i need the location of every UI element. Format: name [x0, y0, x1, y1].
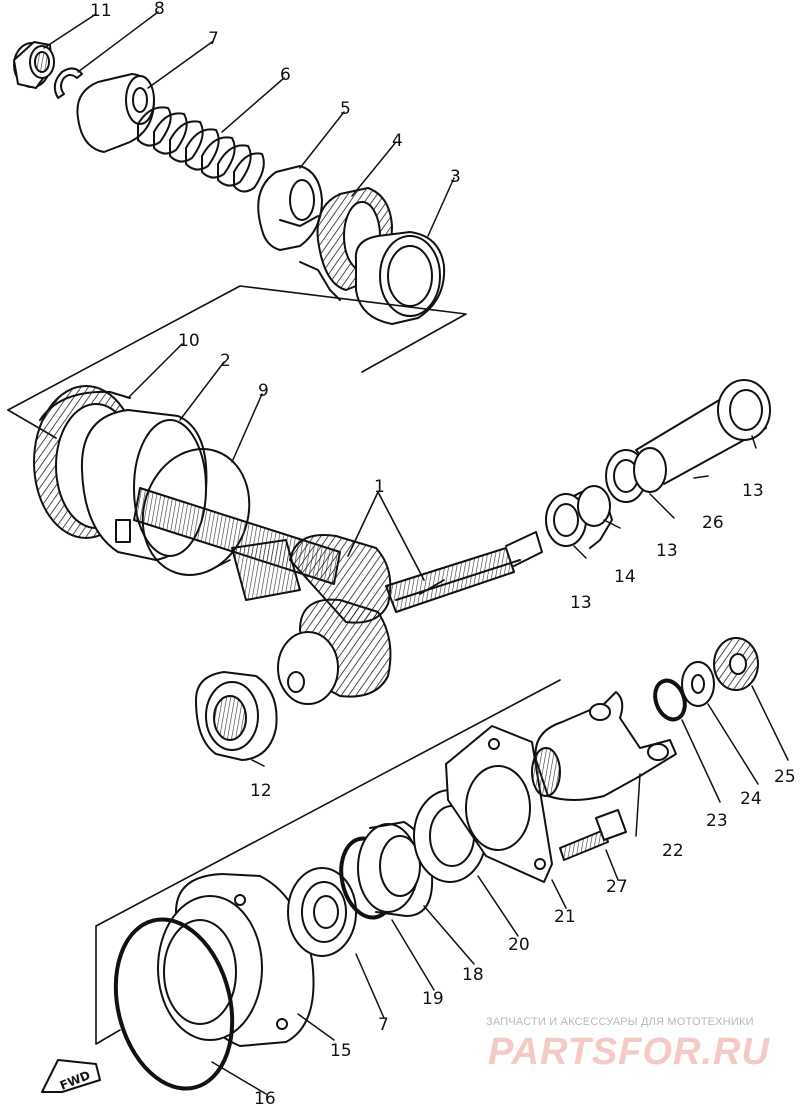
flange-housing-15	[157, 873, 315, 1047]
callout-19: 19	[422, 989, 444, 1009]
splined-shaft-1	[133, 487, 543, 613]
needle-bearing-11	[13, 41, 55, 89]
callout-27: 27	[606, 877, 628, 897]
middle-assembly-group	[7, 379, 771, 761]
fwd-arrow-outline	[41, 1059, 101, 1093]
callout-3: 3	[450, 167, 461, 187]
watermark-caption: ЗАПЧАСТИ И АКСЕССУАРЫ ДЛЯ МОТОТЕХНИКИ	[486, 1016, 754, 1028]
o-ring-16	[113, 917, 235, 1091]
callout-12: 12	[250, 781, 272, 801]
yoke-22	[531, 691, 677, 801]
bevel-gear-pair-1	[277, 534, 392, 705]
callout-5: 5	[340, 99, 351, 119]
callout-2: 2	[220, 351, 231, 371]
collar-7a	[76, 73, 155, 153]
ball-bearing-17	[287, 867, 357, 957]
callout-4: 4	[392, 131, 403, 151]
callout-13a: 13	[570, 593, 592, 613]
callout-10: 10	[178, 331, 200, 351]
callout-6: 6	[280, 65, 291, 85]
callout-8: 8	[154, 0, 165, 19]
leader-part-1	[347, 491, 425, 581]
upper-assembly-group	[7, 41, 467, 411]
callout-9: 9	[258, 381, 269, 401]
callout-21: 21	[554, 907, 576, 927]
callout-18: 18	[462, 965, 484, 985]
bearing-plate-21	[445, 725, 553, 883]
washers-and-sleeve	[545, 379, 771, 549]
leader-lines	[43, 11, 789, 1095]
callout-25: 25	[774, 767, 796, 787]
callout-13b: 13	[656, 541, 678, 561]
group-bracket-middle	[7, 409, 445, 595]
callout-23: 23	[706, 811, 728, 831]
watermark-logo: PARTSFOR.RU	[488, 1031, 770, 1073]
callout-7b: 7	[378, 1015, 389, 1035]
callout-16: 16	[254, 1089, 276, 1109]
bearing-18	[357, 821, 434, 917]
bearing-ring-3	[354, 231, 446, 325]
bolt-27	[559, 809, 627, 861]
needle-bearing-12	[195, 671, 278, 761]
group-bracket-upper	[7, 285, 467, 411]
callout-22: 22	[662, 841, 684, 861]
group-bracket-lower	[95, 679, 561, 1045]
callout-labels: 11 8 7 6 5 4 3 10 2 9 1 13 26 13 14 13 1…	[58, 0, 796, 1109]
circlip-8	[53, 67, 83, 99]
spring-6	[137, 106, 265, 193]
washer-24	[681, 661, 715, 707]
cam-sleeve-5	[257, 165, 323, 251]
callout-13c: 13	[742, 481, 764, 501]
callout-26: 26	[702, 513, 724, 533]
callout-11: 11	[90, 1, 112, 21]
callout-1: 1	[374, 477, 385, 497]
nut-25	[713, 637, 759, 691]
lower-assembly-group	[41, 637, 759, 1093]
callout-14: 14	[614, 567, 636, 587]
callout-7a: 7	[208, 29, 219, 49]
callout-24: 24	[740, 789, 762, 809]
callout-20: 20	[508, 935, 530, 955]
callout-15: 15	[330, 1041, 352, 1061]
